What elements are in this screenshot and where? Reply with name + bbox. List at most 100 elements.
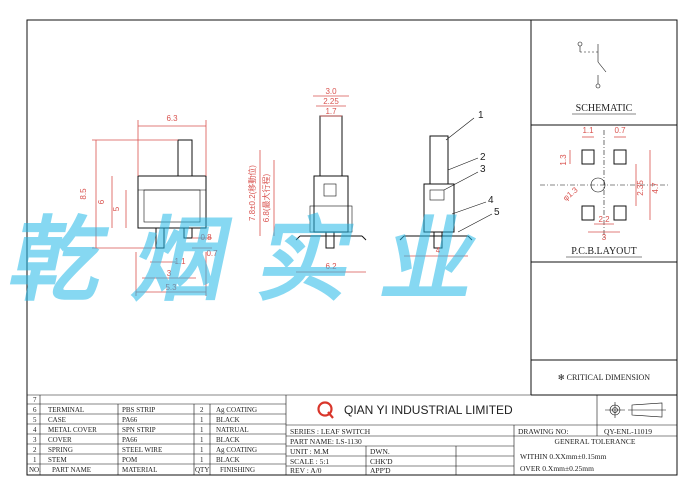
- scale-field: SCALE : 5:1: [290, 457, 329, 466]
- projection-symbol: [605, 402, 666, 418]
- svg-text:STEEL WIRE: STEEL WIRE: [122, 446, 162, 454]
- svg-text:Ag COATING: Ag COATING: [216, 406, 257, 414]
- drawing-no: QY-ENL-11019: [604, 427, 652, 436]
- svg-text:1: 1: [200, 456, 204, 464]
- svg-text:Ag COATING: Ag COATING: [216, 446, 257, 454]
- watermark: 乾 烟 实 业: [1, 207, 488, 314]
- balloon-3: 3: [480, 164, 486, 175]
- bom-row: 4 METAL COVER SPN STRIP 1 NATRUAL: [33, 426, 249, 434]
- front-dim-height: 8.5: [79, 188, 88, 200]
- bom-row: 6 TERMINAL PBS STRIP 2 Ag COATING: [33, 406, 257, 414]
- svg-text:4: 4: [33, 426, 37, 434]
- schematic-label: SCHEMATIC: [576, 103, 633, 114]
- svg-text:POM: POM: [122, 456, 138, 464]
- tolerance-within: WITHIN 0.XXmm±0.15mm: [520, 452, 607, 461]
- side-dim-base: 6.2: [325, 262, 337, 271]
- pcb-layout: [540, 130, 670, 240]
- front-dim-height-3: 5: [112, 206, 121, 211]
- bom-row: 1 STEM POM 1 BLACK: [33, 456, 240, 464]
- svg-text:NATRUAL: NATRUAL: [216, 426, 249, 434]
- balloon-5: 5: [494, 207, 500, 218]
- bom-grid: [27, 394, 531, 475]
- svg-text:6: 6: [33, 406, 37, 414]
- series-field: SERIES : LEAF SWITCH: [290, 427, 371, 436]
- svg-text:1: 1: [200, 426, 204, 434]
- front-dim-p1: 1.1: [174, 257, 186, 266]
- svg-text:BLACK: BLACK: [216, 456, 240, 464]
- svg-text:CASE: CASE: [48, 416, 66, 424]
- bom-blank-row: 7: [33, 396, 37, 404]
- svg-text:TERMINAL: TERMINAL: [48, 406, 84, 414]
- tolerance-over: OVER 0.Xmm±0.25mm: [520, 464, 594, 473]
- front-view: [92, 120, 212, 296]
- svg-text:STEM: STEM: [48, 456, 67, 464]
- partname-field: PART NAME: LS-1130: [290, 437, 362, 446]
- svg-text:3: 3: [33, 436, 37, 444]
- pcb-dim-4: 2.35: [636, 180, 645, 196]
- side-dim-v2: 6.8(最大行程): [261, 173, 271, 222]
- pcb-dim-8: φ1.3: [561, 185, 580, 203]
- pcb-dim-7: 3: [602, 233, 607, 242]
- pcb-dim-2: 0.7: [614, 126, 626, 135]
- appd-field: APP'D: [370, 466, 391, 475]
- front-dim-b1: 0.8: [200, 233, 212, 242]
- svg-text:PART NAME: PART NAME: [52, 466, 91, 474]
- pcb-dim-1: 1.1: [582, 126, 594, 135]
- bom-row: 2 SPRING STEEL WIRE 1 Ag COATING: [33, 446, 257, 454]
- tolerance-title: GENERAL TOLERANCE: [555, 437, 636, 446]
- pcb-dim-3: 1.3: [559, 154, 568, 166]
- svg-text:SPN STRIP: SPN STRIP: [122, 426, 156, 434]
- side-dim-w3: 1.7: [325, 107, 337, 116]
- svg-text:COVER: COVER: [48, 436, 72, 444]
- balloon-4: 4: [488, 195, 494, 206]
- pcb-dim-6: 2.2: [598, 215, 610, 224]
- svg-text:BLACK: BLACK: [216, 416, 240, 424]
- schematic-symbol: [577, 41, 607, 89]
- company-logo: [317, 401, 333, 417]
- balloon-1: 1: [478, 110, 484, 121]
- balloon-2: 2: [480, 152, 486, 163]
- drawing-no-label: DRAWING NO:: [518, 427, 568, 436]
- front-dim-width: 6.3: [166, 114, 178, 123]
- dwn-field: DWN.: [370, 447, 390, 456]
- company-name: QIAN YI INDUSTRIAL LIMITED: [344, 403, 513, 417]
- svg-text:MATERIAL: MATERIAL: [122, 466, 157, 474]
- svg-text:QTY: QTY: [195, 466, 209, 474]
- critical-dimension-note: ✻ CRITICAL DIMENSION: [558, 373, 650, 382]
- chkd-field: CHK'D: [370, 457, 393, 466]
- title-block-grid: [286, 395, 677, 475]
- bom-header: NO. PART NAME MATERIAL QTY FINISHING: [29, 466, 255, 474]
- company-logo-tail: [327, 411, 334, 419]
- svg-text:SPRING: SPRING: [48, 446, 73, 454]
- side-dim-w1: 3.0: [325, 87, 337, 96]
- svg-text:BLACK: BLACK: [216, 436, 240, 444]
- side-dim-w2: 2.25: [323, 97, 339, 106]
- svg-text:1: 1: [200, 436, 204, 444]
- bom-row: 3 COVER PA66 1 BLACK: [33, 436, 240, 444]
- svg-text:PA66: PA66: [122, 416, 138, 424]
- svg-text:FINISHING: FINISHING: [220, 466, 255, 474]
- front-dim-p2: 3: [167, 269, 172, 278]
- section-dim-base: 4: [436, 246, 441, 255]
- sheet-border: [26, 19, 678, 476]
- svg-text:NO.: NO.: [29, 466, 41, 474]
- svg-text:PA66: PA66: [122, 436, 138, 444]
- front-dim-p3: 5.3: [165, 283, 177, 292]
- side-dim-v1: 7.8±0.2(移動位): [247, 165, 257, 221]
- svg-text:2: 2: [33, 446, 37, 454]
- unit-field: UNIT : M.M: [290, 447, 329, 456]
- rev-field: REV : A/0: [290, 466, 322, 475]
- svg-text:5: 5: [33, 416, 37, 424]
- front-dim-height-2: 6: [97, 199, 106, 204]
- svg-text:1: 1: [200, 446, 204, 454]
- front-dim-b2: 0.7: [206, 249, 218, 258]
- pcb-label: P.C.B.LAYOUT: [571, 246, 636, 257]
- svg-text:METAL COVER: METAL COVER: [48, 426, 97, 434]
- section-view: [399, 117, 493, 257]
- svg-text:2: 2: [200, 406, 204, 414]
- pcb-dim-5: 4.7: [651, 182, 660, 194]
- svg-text:1: 1: [33, 456, 37, 464]
- bom-row: 5 CASE PA66 1 BLACK: [33, 416, 240, 424]
- side-view: [259, 95, 367, 273]
